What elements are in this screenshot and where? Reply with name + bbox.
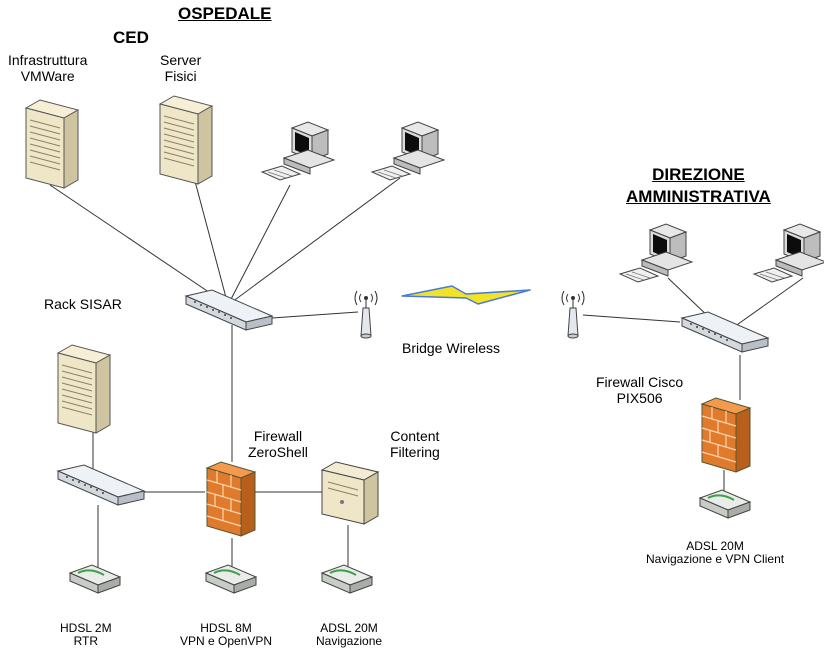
connection-lines <box>49 154 804 570</box>
content-filtering-label: Content Filtering <box>390 428 440 460</box>
firewall-zeroshell-label: Firewall ZeroShell <box>248 428 308 460</box>
vmware-label: Infrastruttura VMWare <box>8 52 87 84</box>
server-fisici-label: Server Fisici <box>160 52 201 84</box>
adsl-dir-modem-icon <box>699 489 751 519</box>
cisco-firewall-icon <box>701 397 751 473</box>
adsl-direzione-label: ADSL 20M Navigazione e VPN Client <box>646 540 784 566</box>
adsl-direzione-label-line2: Navigazione e VPN Client <box>646 552 785 566</box>
vmware-server-icon <box>25 99 79 189</box>
direzione-title-line1: DIREZIONE <box>652 165 745 184</box>
content-filter-server-icon <box>320 461 380 525</box>
physical-server-icon <box>159 95 213 185</box>
firewall-zeroshell-label-line1: Firewall <box>253 428 303 444</box>
adsl-ospedale-label-line2: Navigazione <box>316 634 383 648</box>
hdsl-8m-label-line2: VPN e OpenVPN <box>180 634 273 648</box>
workstation-icon <box>261 121 335 181</box>
hdsl-2m-modem-icon <box>69 564 121 594</box>
bridge-wireless-label: Bridge Wireless <box>402 340 501 356</box>
lan-switch-icon <box>57 464 145 506</box>
content-filtering-label-line1: Content <box>390 428 440 444</box>
zeroshell-firewall-icon <box>206 461 256 537</box>
adsl-osp-modem-icon <box>321 564 373 594</box>
firewall-cisco-label-line1: Firewall Cisco <box>596 374 684 390</box>
admin-switch-icon <box>681 311 769 353</box>
page-title: OSPEDALE <box>178 4 272 23</box>
server-fisici-label-line1: Server <box>160 52 202 68</box>
hdsl-2m-label: HDSL 2M RTR <box>60 622 112 648</box>
hdsl-8m-label-line1: HDSL 8M <box>200 621 252 635</box>
wireless-link-icon <box>401 285 531 305</box>
adsl-ospedale-label: ADSL 20M Navigazione <box>316 622 382 648</box>
antenna-icon <box>354 290 378 339</box>
hdsl-2m-label-line2: RTR <box>73 634 99 648</box>
hdsl-2m-label-line1: HDSL 2M <box>60 621 112 635</box>
firewall-zeroshell-label-line2: ZeroShell <box>248 444 308 460</box>
vmware-label-line2: VMWare <box>20 68 75 84</box>
adsl-ospedale-label-line1: ADSL 20M <box>320 621 378 635</box>
server-fisici-label-line2: Fisici <box>164 68 197 84</box>
adsl-direzione-label-line1: ADSL 20M <box>686 539 744 553</box>
content-filtering-label-line2: Filtering <box>390 444 440 460</box>
direzione-title-line2: AMMINISTRATIVA <box>626 187 771 206</box>
rack-server-icon <box>57 344 111 434</box>
ced-label: CED <box>113 28 149 47</box>
vmware-label-line1: Infrastruttura <box>8 52 88 68</box>
direzione-title: DIREZIONE AMMINISTRATIVA <box>626 164 771 208</box>
antenna-icon <box>561 290 585 339</box>
workstation-icon <box>371 121 445 181</box>
firewall-cisco-label: Firewall Cisco PIX506 <box>596 374 683 406</box>
hdsl-8m-label: HDSL 8M VPN e OpenVPN <box>180 622 272 648</box>
firewall-cisco-label-line2: PIX506 <box>616 390 663 406</box>
rack-sisar-label: Rack SISAR <box>44 296 122 312</box>
hdsl-8m-modem-icon <box>205 564 257 594</box>
admin-workstation-icon <box>619 223 693 283</box>
admin-workstation-icon <box>753 223 824 283</box>
rack-switch-icon <box>185 289 273 331</box>
